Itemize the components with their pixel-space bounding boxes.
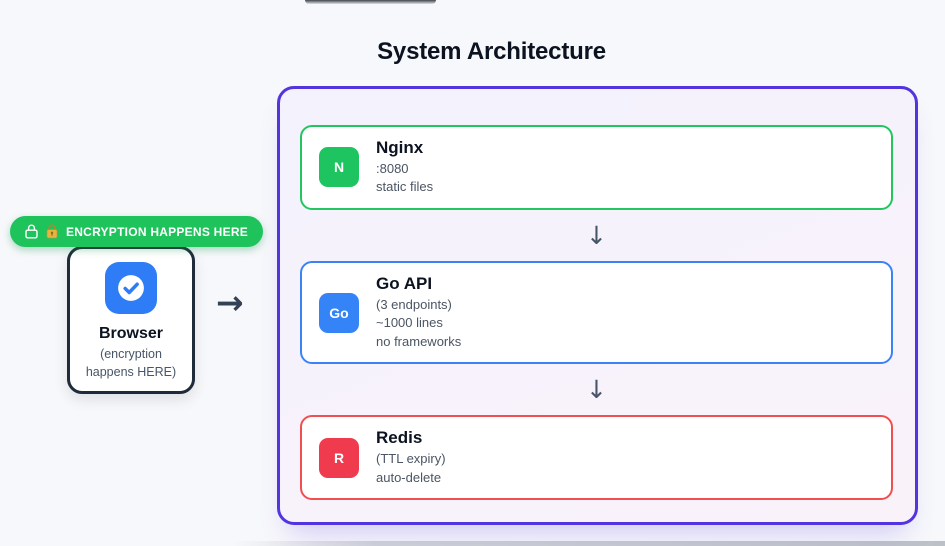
service-detail: static files — [376, 179, 434, 195]
service-node-nginx: N Nginx :8080 static files — [300, 125, 893, 210]
service-name: Redis — [376, 428, 423, 448]
browser-subtitle: (encryption happens HERE) — [85, 347, 177, 379]
check-circle-icon — [105, 262, 157, 314]
service-text: Go API (3 endpoints) ~1000 lines no fram… — [376, 274, 461, 351]
flow-connector: ↓ — [300, 210, 893, 261]
down-arrow-icon: ↓ — [586, 220, 607, 250]
page-title: System Architecture — [377, 38, 606, 66]
service-detail: no frameworks — [376, 333, 462, 349]
browser-title: Browser — [98, 325, 164, 342]
service-detail: (3 endpoints) — [376, 296, 452, 312]
architecture-container: N Nginx :8080 static files ↓ Go Go API (… — [277, 86, 918, 525]
service-detail: ~1000 lines — [376, 315, 443, 331]
nginx-icon: N — [319, 147, 359, 188]
down-arrow-icon: ↓ — [586, 375, 607, 405]
encryption-badge-label: ENCRYPTION HAPPENS HERE — [66, 224, 248, 239]
browser-node: Browser (encryption happens HERE) — [67, 246, 195, 394]
lock-with-key-emoji — [45, 224, 59, 239]
service-node-redis: R Redis (TTL expiry) auto-delete — [300, 415, 893, 501]
service-detail: :8080 — [376, 161, 409, 176]
bottom-cutoff-element — [232, 541, 945, 546]
service-text: Nginx :8080 static files — [376, 138, 433, 197]
top-cutoff-element — [305, 0, 436, 4]
service-node-go-api: Go Go API (3 endpoints) ~1000 lines no f… — [300, 260, 893, 365]
lock-outline-icon — [25, 224, 38, 239]
service-detail: auto-delete — [376, 469, 442, 485]
flow-connector: ↓ — [300, 364, 893, 415]
encryption-badge: ENCRYPTION HAPPENS HERE — [10, 216, 263, 247]
service-text: Redis (TTL expiry) auto-delete — [376, 428, 446, 487]
service-detail: (TTL expiry) — [376, 451, 446, 467]
go-icon: Go — [319, 292, 359, 333]
redis-icon: R — [319, 437, 359, 478]
service-name: Nginx — [376, 138, 424, 157]
right-arrow-icon: → — [216, 283, 244, 322]
service-name: Go API — [376, 273, 433, 293]
